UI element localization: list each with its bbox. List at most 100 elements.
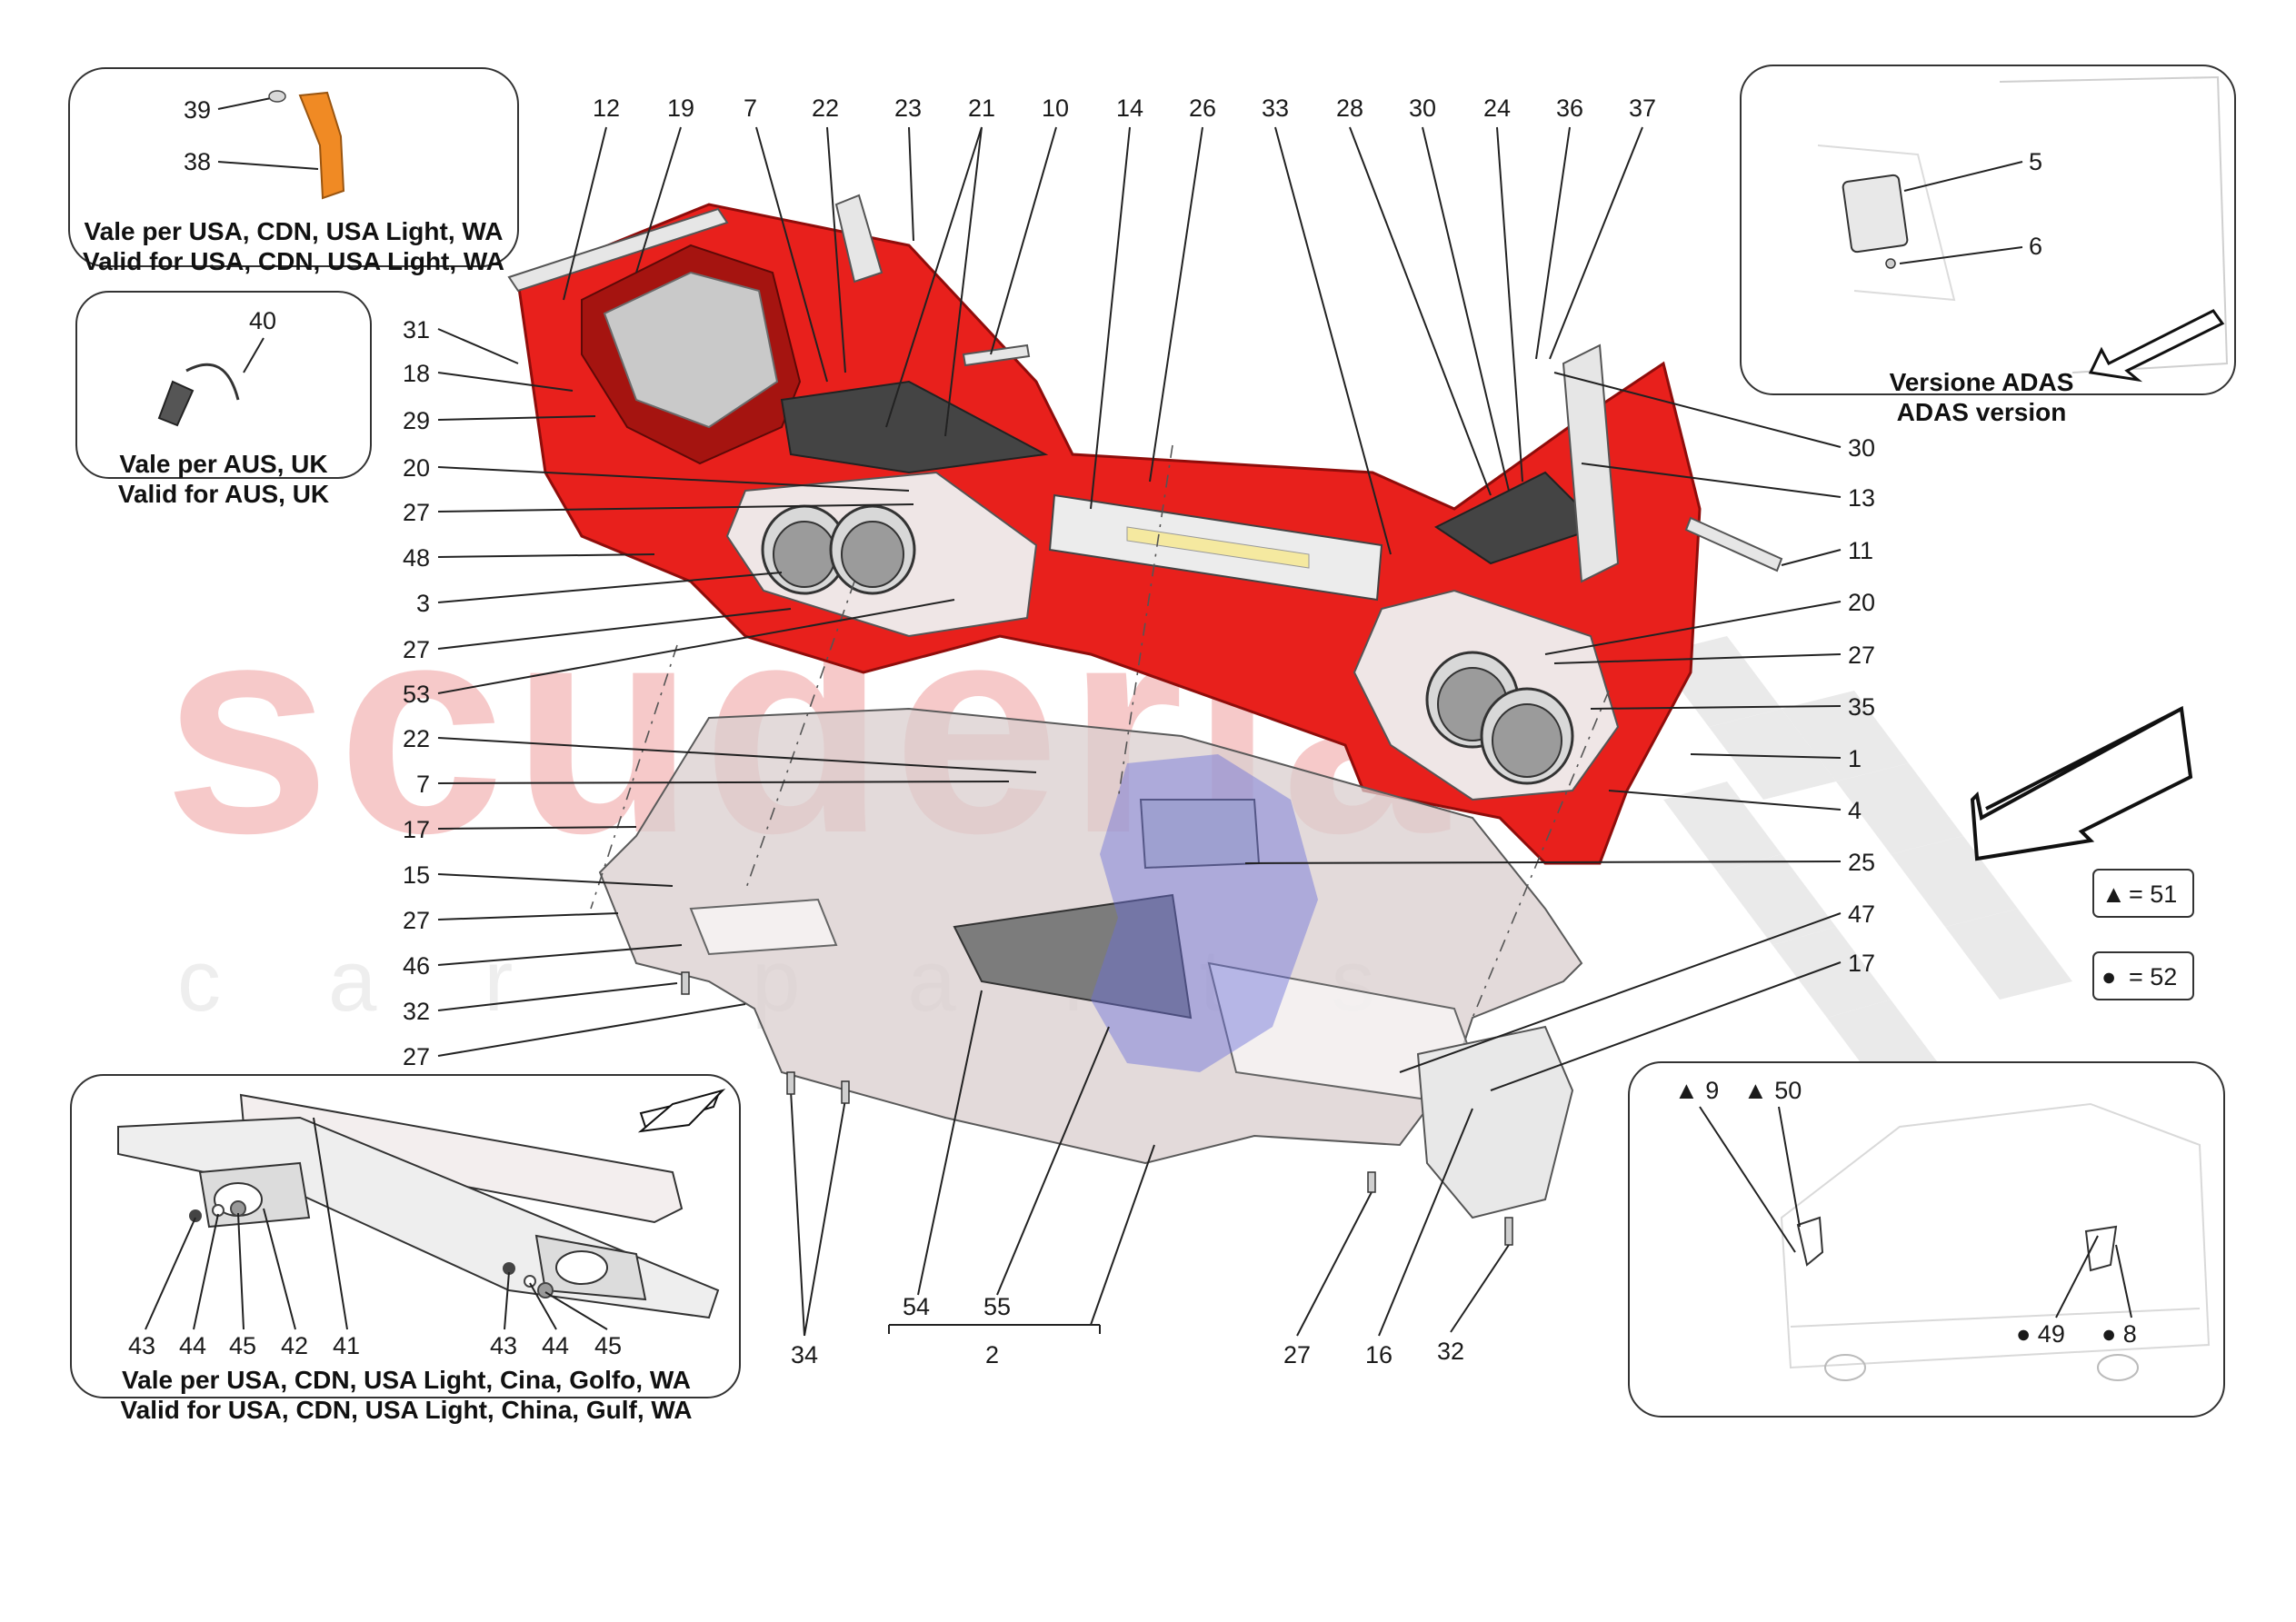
checkered-flag-watermark (1654, 636, 2072, 1090)
part-label-16: 16 (1365, 1341, 1393, 1368)
part-label-26: 26 (1189, 95, 1216, 122)
part-label-44: 44 (542, 1332, 569, 1359)
part-label-27: 27 (1283, 1341, 1311, 1368)
inset-rear-view: ▲ 9 ▲ 50 ● 49 ● 8 (1628, 1061, 2225, 1418)
right-leader-lines (1244, 372, 1842, 1091)
part-label-43: 43 (490, 1332, 517, 1359)
part-label-30: 30 (1848, 434, 1875, 462)
part-label-17: 17 (403, 816, 430, 843)
inset-usa-wa: 39 38 Vale per USA, CDN, USA Light, WA V… (68, 67, 519, 275)
assembly-line (744, 581, 855, 891)
part-label-27: 27 (403, 1043, 430, 1070)
part-label-23: 23 (894, 95, 922, 122)
part-label-8: ● 8 (2101, 1320, 2137, 1348)
part-label-11: 11 (1848, 537, 1873, 564)
inset-caption-it: Vale per USA, CDN, USA Light, WA (84, 217, 503, 245)
direction-arrow-icon (2088, 309, 2225, 383)
inset-caption-en: ADAS version (1897, 398, 2067, 426)
inset-caption-it: Vale per USA, CDN, USA Light, Cina, Golf… (122, 1366, 691, 1394)
legend-value: = 52 (2129, 963, 2177, 990)
part-label-12: 12 (593, 95, 620, 122)
left-labels: 31 18 29 20 27 48 3 27 53 22 7 17 15 27 … (403, 316, 430, 1070)
part-label-17: 17 (1848, 950, 1875, 977)
direction-arrow-icon (637, 1089, 726, 1133)
part-label-32: 32 (403, 998, 430, 1025)
part-label-43: 43 (128, 1332, 155, 1359)
left-leader-lines (437, 328, 1037, 1057)
inset-caption-en: Valid for USA, CDN, USA Light, WA (83, 247, 504, 275)
legend-circle: ● = 52 (2092, 951, 2194, 1000)
bottom-leader-lines (790, 990, 1510, 1337)
part-label-27: 27 (403, 636, 430, 663)
part-label-34: 34 (791, 1341, 818, 1368)
top-leader-lines (563, 126, 1643, 555)
part-label-55: 55 (983, 1293, 1011, 1320)
part-label-20: 20 (1848, 589, 1875, 616)
part-label-4: 4 (1848, 797, 1862, 824)
part-label-53: 53 (403, 681, 430, 708)
inset-caption-en: Valid for AUS, UK (118, 480, 329, 508)
part-label-7: 7 (416, 771, 430, 798)
part-label-6: 6 (2029, 233, 2042, 260)
part-label-33: 33 (1262, 95, 1289, 122)
part-label-14: 14 (1116, 95, 1143, 122)
inset-usa-gulf: 43 44 45 42 41 43 44 45 Vale per USA, CD… (70, 1074, 741, 1424)
part-label-47: 47 (1848, 901, 1875, 928)
part-label-10: 10 (1042, 95, 1069, 122)
clip-10 (962, 343, 1031, 367)
part-label-27: 27 (1848, 642, 1875, 669)
part-label-45: 45 (594, 1332, 622, 1359)
left-exhaust-surround (725, 471, 1038, 638)
right-labels: 30 13 11 20 27 35 1 4 25 47 17 (1848, 434, 1875, 977)
inset-aus-uk: 40 Vale per AUS, UK Valid for AUS, UK (75, 291, 372, 508)
bracket-11 (1684, 516, 1783, 572)
rear-diffuser (598, 707, 1583, 1219)
legend-symbol: ● (2101, 963, 2116, 990)
part-label-35: 35 (1848, 693, 1875, 721)
legend-value: = 51 (2129, 881, 2177, 908)
inset-caption-it: Versione ADAS (1890, 368, 2074, 396)
part-label-27: 27 (403, 499, 430, 526)
part-label-45: 45 (229, 1332, 256, 1359)
part-label-48: 48 (403, 544, 430, 572)
part-label-15: 15 (403, 861, 430, 889)
direction-arrow-icon (1970, 705, 2193, 861)
part-label-5: 5 (2029, 148, 2042, 175)
part-label-31: 31 (403, 316, 430, 343)
inset-caption-it: Vale per AUS, UK (119, 450, 327, 478)
part-label-9: ▲ 9 (1674, 1077, 1719, 1104)
part-label-7: 7 (744, 95, 757, 122)
part-label-13: 13 (1848, 484, 1875, 512)
part-label-3: 3 (416, 590, 430, 617)
legend-triangle: ▲ = 51 (2092, 869, 2194, 918)
bottom-labels: 34 54 55 2 27 16 32 (791, 1293, 1464, 1368)
part-label-24: 24 (1483, 95, 1511, 122)
part-label-22: 22 (812, 95, 839, 122)
upper-fin (834, 194, 883, 284)
assembly-line (590, 644, 678, 910)
inset-adas: 5 6 Versione ADAS ADAS version (1740, 65, 2236, 426)
part-label-2: 2 (985, 1341, 999, 1368)
part-label-22: 22 (403, 725, 430, 752)
part-label-37: 37 (1629, 95, 1656, 122)
part-label-29: 29 (403, 407, 430, 434)
part-label-54: 54 (903, 1293, 930, 1320)
part-label-32: 32 (1437, 1338, 1464, 1365)
part-label-30: 30 (1409, 95, 1436, 122)
right-exhaust-surround (1353, 589, 1620, 801)
part-label-19: 19 (667, 95, 694, 122)
part-label-18: 18 (403, 360, 430, 387)
part-label-42: 42 (281, 1332, 308, 1359)
part-label-20: 20 (403, 454, 430, 482)
part-label-44: 44 (179, 1332, 206, 1359)
part-label-25: 25 (1848, 849, 1875, 876)
part-label-21: 21 (968, 95, 995, 122)
top-labels: 12 19 7 22 23 21 10 14 26 33 28 30 24 36… (593, 95, 1656, 122)
part-label-40: 40 (249, 307, 276, 334)
legend-symbol: ▲ (2101, 881, 2126, 908)
inset-caption-en: Valid for USA, CDN, USA Light, China, Gu… (121, 1396, 693, 1424)
part-label-39: 39 (184, 96, 211, 124)
part-label-28: 28 (1336, 95, 1363, 122)
